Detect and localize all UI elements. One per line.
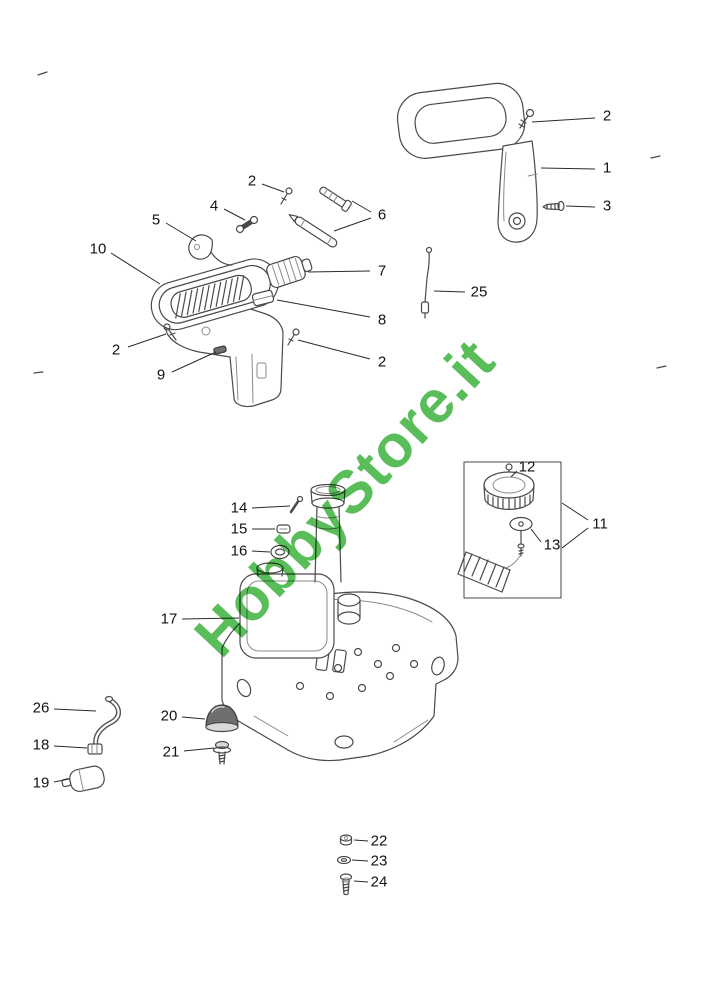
fuel-tank-part — [239, 483, 346, 659]
fuel-cap-part — [483, 463, 535, 510]
callout-label: 5 — [151, 211, 161, 229]
callout-label: 1 — [602, 159, 612, 177]
callout-label: 23 — [370, 852, 388, 870]
leader-line — [353, 880, 369, 883]
leader-line — [307, 270, 371, 273]
rod-parts — [288, 186, 352, 248]
rubber-buffer-part — [205, 704, 239, 733]
callout-label: 17 — [160, 610, 178, 628]
callout-label: 3 — [602, 197, 612, 215]
callout-label: 25 — [470, 283, 488, 301]
callout-label: 19 — [32, 774, 50, 792]
grip-hatching — [175, 275, 245, 319]
leader-line — [251, 505, 291, 509]
callout-label: 9 — [156, 366, 166, 384]
cap-tether-part — [457, 551, 521, 593]
lever-part — [235, 215, 259, 234]
leader-line — [351, 200, 372, 213]
callout-label: 12 — [518, 458, 536, 476]
leader-line — [531, 117, 596, 123]
callout-label: 15 — [230, 520, 248, 538]
callout-label: 2 — [111, 341, 121, 359]
leader-line — [540, 167, 596, 170]
leader-line — [53, 745, 88, 749]
callout-label: 2 — [247, 172, 257, 190]
leader-line — [53, 708, 97, 712]
washer-part — [336, 855, 352, 865]
clip-part — [276, 524, 291, 534]
leader-line — [181, 716, 206, 720]
callout-label: 11 — [592, 515, 608, 533]
leader-line — [183, 747, 215, 752]
screw-icon — [280, 187, 293, 205]
callout-label: 22 — [370, 832, 388, 850]
detail-box — [457, 461, 562, 599]
leader-line — [561, 527, 589, 549]
leader-line — [181, 617, 240, 620]
nut-part — [339, 834, 353, 846]
leader-line — [565, 205, 596, 208]
screw-icon — [518, 108, 535, 129]
cable-part — [420, 246, 433, 319]
callout-label: 7 — [377, 262, 387, 280]
block-part — [251, 289, 275, 307]
trigger-part — [188, 234, 233, 266]
handle-part — [396, 82, 538, 243]
connector-part — [87, 743, 103, 755]
leader-line — [110, 252, 161, 285]
callout-label: 4 — [209, 197, 219, 215]
latch-part — [213, 345, 227, 355]
callout-label: 8 — [377, 311, 387, 329]
leader-line — [251, 550, 271, 553]
leader-line — [171, 351, 217, 373]
callout-label: 10 — [89, 240, 107, 258]
leader-line — [276, 299, 371, 318]
fuel-filter-part — [61, 765, 105, 793]
fuel-line-group — [61, 695, 121, 793]
leader-line — [165, 222, 197, 242]
callout-label: 21 — [162, 743, 180, 761]
callout-label: 13 — [543, 536, 561, 554]
leader-line — [530, 528, 542, 543]
screw-icon — [163, 323, 177, 341]
callout-label: 18 — [32, 736, 50, 754]
throttle-housing-assembly — [150, 186, 352, 408]
screw-icon — [339, 873, 353, 896]
callout-label: 20 — [160, 707, 178, 725]
leader-line — [53, 778, 70, 783]
leader-line — [433, 290, 466, 293]
callout-label: 16 — [230, 542, 248, 560]
callout-label: 14 — [230, 499, 248, 517]
grommet-part — [270, 544, 290, 560]
leader-line — [510, 470, 518, 478]
leader-line — [223, 208, 246, 221]
housing-body-part — [165, 298, 284, 408]
leader-line — [127, 333, 167, 348]
grip-cover-part — [150, 258, 279, 331]
leader-line — [353, 839, 369, 842]
screw-icon — [287, 328, 300, 346]
cap-knurling — [487, 494, 531, 510]
leader-line — [297, 339, 371, 360]
callout-label: 6 — [377, 206, 387, 224]
callout-label: 26 — [32, 699, 50, 717]
leader-line — [261, 183, 285, 193]
leader-line — [561, 502, 589, 521]
screw-icon — [212, 740, 232, 765]
callout-label: 24 — [370, 873, 388, 891]
callout-label: 2 — [377, 353, 387, 371]
leader-line — [351, 859, 369, 862]
screw-icon — [542, 200, 565, 212]
drum-part — [266, 255, 313, 289]
registration-marks — [33, 71, 667, 374]
pin-part — [289, 495, 304, 514]
callout-label: 2 — [602, 107, 612, 125]
leader-line — [333, 217, 372, 232]
cap-retainer-part — [509, 516, 533, 557]
